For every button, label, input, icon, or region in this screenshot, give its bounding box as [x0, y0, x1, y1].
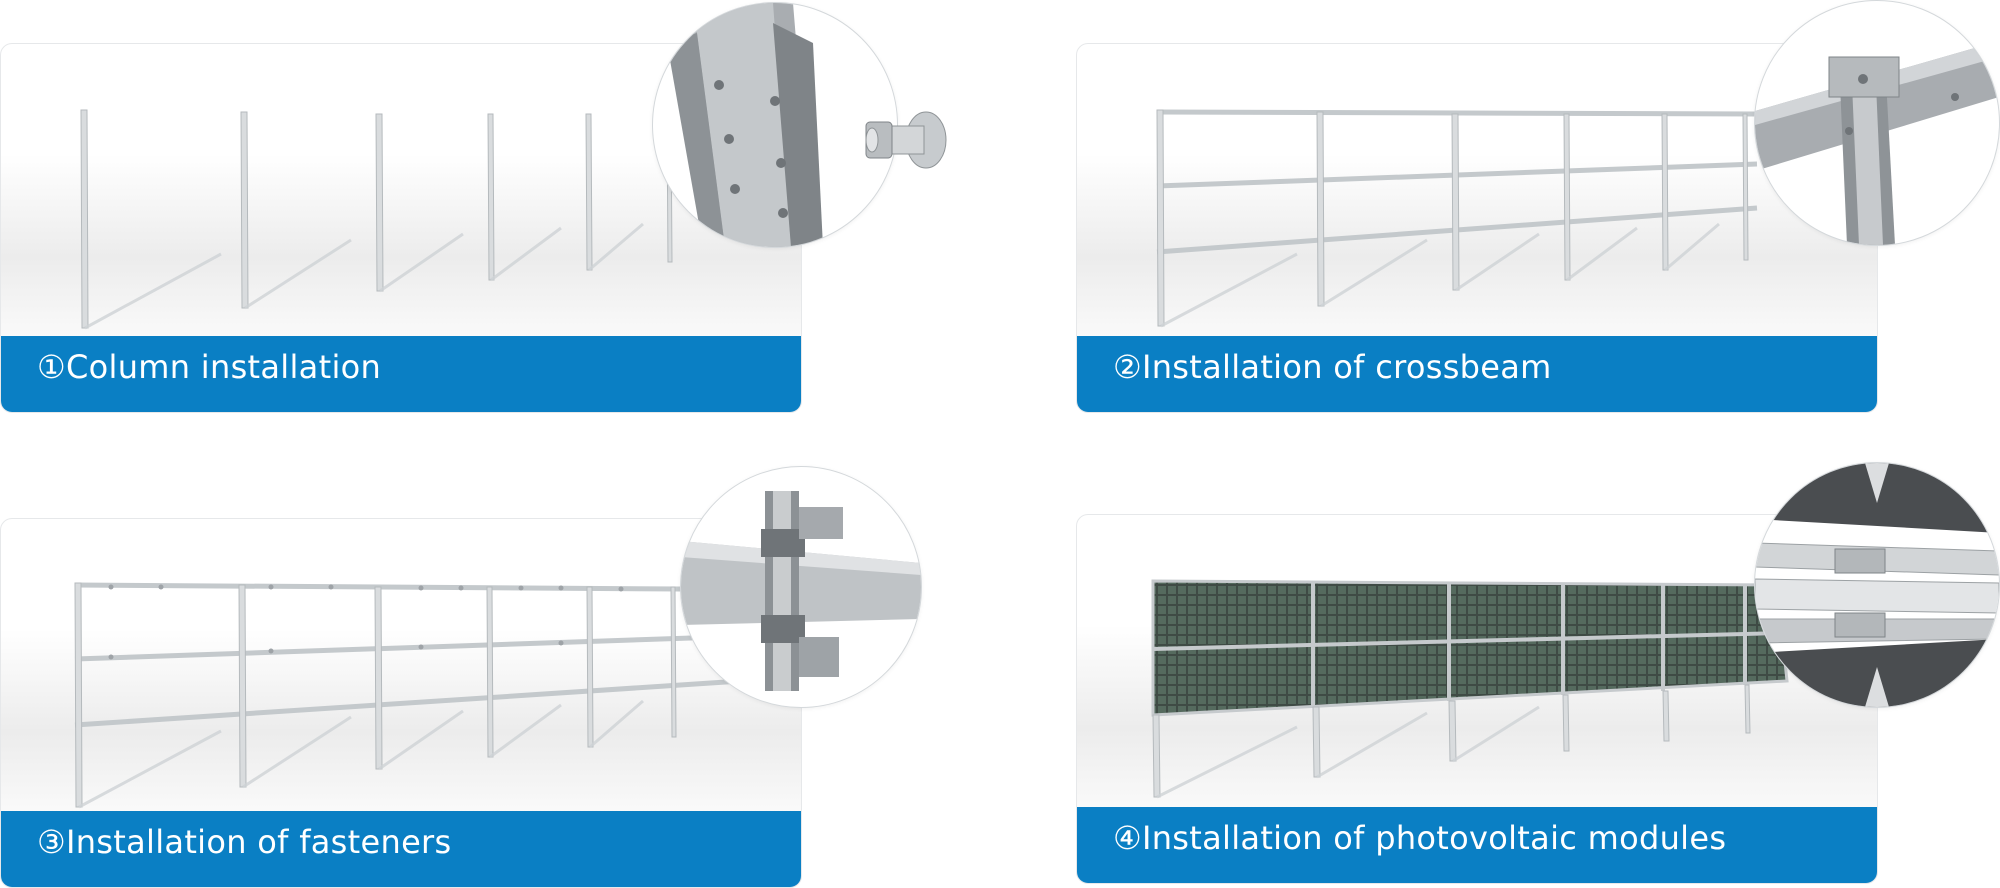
fastener-detail: [680, 466, 922, 708]
columns-illustration: [80, 109, 673, 330]
crossbeam-illustration: [1156, 109, 1758, 328]
caption-bar: ③Installation of fasteners: [1, 811, 801, 887]
step-3-panel: ③Installation of fasteners: [0, 518, 802, 888]
module-clamp-detail: [1754, 462, 2000, 708]
column-post: [240, 111, 249, 309]
step-caption: ①Column installation: [37, 348, 382, 386]
step-4-panel: ④Installation of photovoltaic modules: [1076, 514, 1878, 884]
column-post: [375, 113, 384, 292]
bolt-nut-icon: [865, 111, 947, 169]
step-caption: ②Installation of crossbeam: [1113, 348, 1552, 386]
column-post: [585, 113, 593, 271]
step-caption: ④Installation of photovoltaic modules: [1113, 819, 1727, 857]
caption-bar: ④Installation of photovoltaic modules: [1077, 807, 1877, 883]
column-post: [487, 113, 495, 281]
caption-bar: ①Column installation: [1, 336, 801, 412]
step-2-panel: ②Installation of crossbeam: [1076, 43, 1878, 413]
pv-modules-illustration: [1151, 579, 1789, 799]
fasteners-illustration: [74, 582, 742, 809]
crossbeam-detail: [1754, 0, 2000, 246]
caption-bar: ②Installation of crossbeam: [1077, 336, 1877, 412]
column-detail: [652, 2, 898, 248]
step-caption: ③Installation of fasteners: [37, 823, 452, 861]
column-post: [80, 109, 89, 329]
